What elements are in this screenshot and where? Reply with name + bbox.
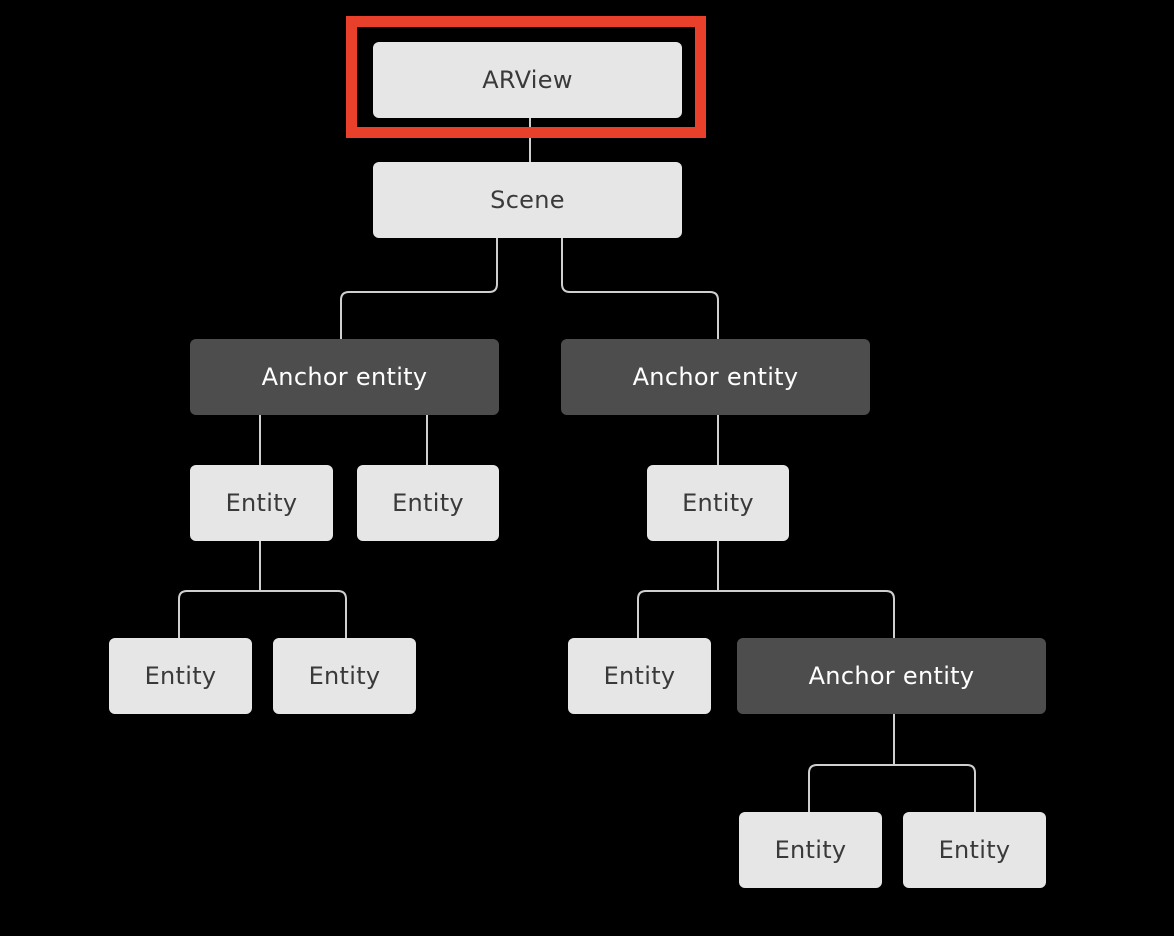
anchor-entity-left-node: Anchor entity (190, 339, 499, 415)
entity-node: Entity (647, 465, 789, 541)
arview-highlight-box (346, 16, 706, 138)
arview-node: ARView (373, 42, 682, 118)
connector-entity-c-children (637, 540, 895, 638)
connector-anchor-nested-children (808, 714, 976, 812)
entity-node: Entity (903, 812, 1046, 888)
entity-node: Entity (357, 465, 499, 541)
anchor-entity-right-node: Anchor entity (561, 339, 870, 415)
connector-scene-anchor-right (561, 238, 719, 339)
entity-node: Entity (190, 465, 333, 541)
anchor-entity-nested-node: Anchor entity (737, 638, 1046, 714)
scene-node: Scene (373, 162, 682, 238)
entity-node: Entity (568, 638, 711, 714)
entity-node: Entity (109, 638, 252, 714)
entity-node: Entity (273, 638, 416, 714)
connector-entity-a-children (178, 540, 347, 638)
connector-scene-anchor-left (340, 238, 498, 339)
entity-node: Entity (739, 812, 882, 888)
